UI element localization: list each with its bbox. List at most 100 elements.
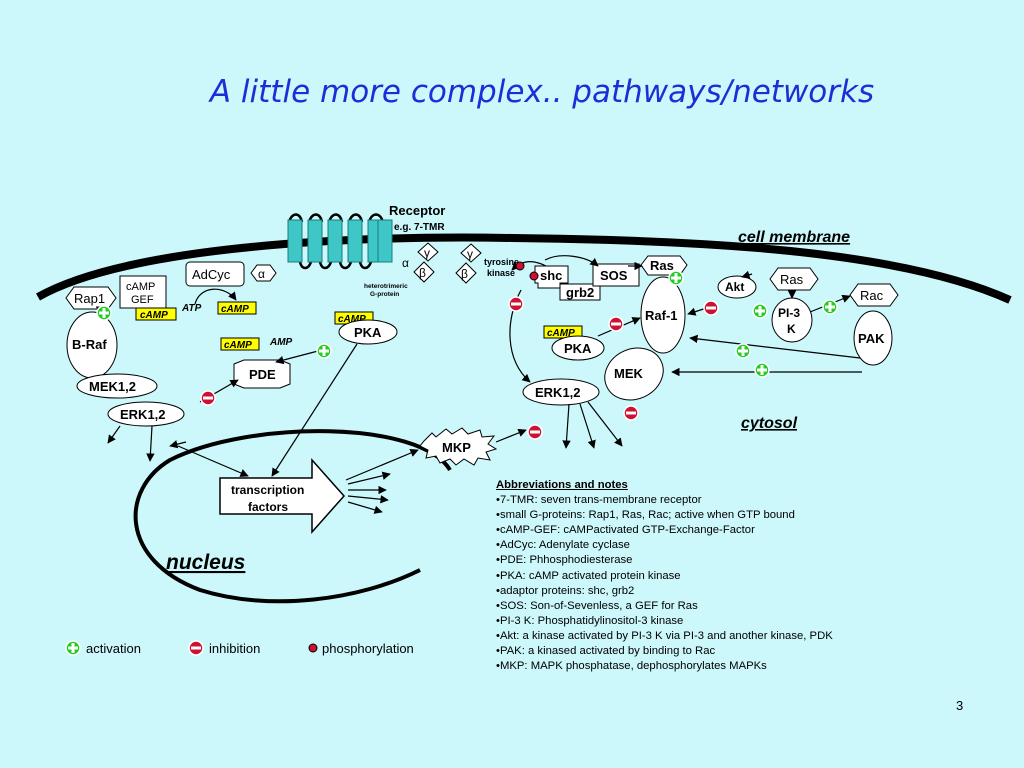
grb2-node: [559, 283, 601, 301]
activation-marker: [316, 343, 332, 359]
shc-label: shc: [540, 268, 562, 283]
receptor-label: Receptor: [389, 203, 445, 218]
grb2-label: grb2: [566, 285, 594, 300]
camp-label-1: cAMP: [140, 310, 168, 321]
mek-label: MEK: [614, 366, 644, 381]
notes-item: •PKA: cAMP activated protein kinase: [496, 569, 681, 582]
pathway-arrows: [95, 255, 862, 514]
tf-label-2: factors: [248, 500, 288, 514]
amp-label: AMP: [269, 337, 293, 348]
camp-label-2: cAMP: [221, 304, 249, 315]
mkp-node: [419, 427, 498, 466]
notes-item: •small G-proteins: Rap1, Ras, Rac; activ…: [496, 509, 795, 522]
gprotein-label-1: heterotrimeric: [364, 283, 408, 290]
legend-activation: activation: [86, 641, 141, 656]
pka-left-label: PKA: [354, 325, 382, 340]
cytosol-label: cytosol: [741, 415, 798, 432]
alpha-left: α: [402, 256, 409, 270]
erk12-left-label: ERK1,2: [120, 407, 166, 422]
legend-phosphorylation-icon: [308, 643, 318, 653]
adcyc-box: [185, 261, 245, 287]
ras-right-node: [769, 267, 819, 291]
page-number: 3: [956, 698, 964, 713]
slide-title: A little more complex.. pathways/network…: [209, 74, 875, 110]
pak-node: [853, 310, 893, 366]
gamma-right: γ: [467, 247, 473, 261]
notes-title: Abbreviations and notes: [496, 479, 628, 491]
beta-right: β: [461, 267, 468, 281]
notes-item: •cAMP-GEF: cAMPactivated GTP-Exchange-Fa…: [496, 524, 755, 537]
pde-label: PDE: [249, 367, 276, 382]
akt-label: Akt: [725, 280, 744, 294]
ras-node: [640, 255, 688, 276]
pka-right-node: [551, 335, 605, 361]
camp-gef-label-1: cAMP: [126, 281, 155, 293]
activation-marker: [735, 343, 751, 359]
inhibition-marker: [703, 300, 719, 316]
nucleus-label: nucleus: [166, 551, 245, 574]
rac-node: [849, 283, 899, 307]
receptor-sublabel: e.g. 7-TMR: [394, 222, 445, 233]
receptor-7tmr: [287, 213, 393, 270]
sos-node: [592, 263, 640, 287]
tf-label-1: transcription: [231, 483, 304, 497]
atp-label: ATP: [181, 303, 202, 314]
inhibition-marker: [608, 316, 624, 332]
legend-inhibition-icon: [188, 640, 204, 656]
notes-item: •adaptor proteins: shc, grb2: [496, 584, 635, 597]
g-protein-right: γ β: [455, 243, 482, 284]
mkp-label: MKP: [442, 440, 471, 455]
raf1-node: [640, 276, 686, 354]
activation-marker: [668, 270, 684, 286]
notes-item: •7-TMR: seven trans-membrane receptor: [496, 494, 702, 507]
rap1-label: Rap1: [74, 291, 105, 306]
g-protein-left: γ β α: [402, 242, 439, 283]
akt-node: [717, 275, 757, 299]
nucleus-outline: [133, 429, 452, 604]
camp-box-4: [220, 337, 260, 351]
phospho-dot-2: [529, 271, 539, 281]
pi3k-label-1: PI-3: [778, 306, 800, 320]
activation-marker: [754, 362, 770, 378]
rap1-node: [65, 286, 117, 310]
pak-label: PAK: [858, 331, 885, 346]
inhibition-marker: [623, 405, 639, 421]
activation-marker: [96, 305, 112, 321]
pka-right-label: PKA: [564, 341, 592, 356]
rac-label: Rac: [860, 288, 884, 303]
notes-item: •PAK: a kinased activated by binding to …: [496, 645, 716, 658]
activation-marker: [822, 299, 838, 315]
adcyc-label: AdCyc: [192, 267, 231, 282]
notes-item: •MKP: MAPK phosphatase, dephosphorylates…: [496, 660, 767, 673]
sos-label: SOS: [600, 268, 628, 283]
camp-gef-label-2: GEF: [131, 294, 154, 306]
notes-item: •PDE: Phhosphodiesterase: [496, 554, 633, 567]
erk12-right-node: [522, 378, 600, 406]
notes-list: •7-TMR: seven trans-membrane receptor •sm…: [496, 493, 916, 674]
notes-item: •SOS: Son-of-Sevenless, a GEF for Ras: [496, 599, 698, 612]
tyrosine-kinase-label-1: tyrosine: [484, 257, 519, 267]
notes-item: •AdCyc: Adenylate cyclase: [496, 539, 630, 552]
gamma-left: γ: [424, 246, 430, 260]
pka-left-node: [338, 319, 398, 345]
pi3k-label-2: K: [787, 322, 796, 336]
cell-membrane-label: cell membrane: [738, 229, 850, 246]
camp-label-4: cAMP: [224, 340, 252, 351]
inhibition-marker: [508, 296, 524, 312]
ras-label: Ras: [650, 258, 674, 273]
legend-activation-icon: [65, 640, 81, 656]
camp-gef-box: [119, 275, 167, 309]
inhibition-marker: [200, 390, 216, 406]
inhibition-marker: [527, 424, 543, 440]
camp-box-2: [217, 301, 257, 315]
camp-box-1: [135, 307, 177, 321]
mek12-label: MEK1,2: [89, 379, 136, 394]
notes-item: •PI-3 K: Phosphatidylinositol-3 kinase: [496, 614, 684, 627]
legend-inhibition: inhibition: [209, 641, 261, 656]
activation-marker: [752, 303, 768, 319]
cell-membrane: [36, 233, 1012, 304]
notes-item: •Akt: a kinase activated by PI-3 K via P…: [496, 629, 833, 642]
phospho-dot-1: [515, 261, 525, 271]
raf1-label: Raf-1: [645, 308, 678, 323]
